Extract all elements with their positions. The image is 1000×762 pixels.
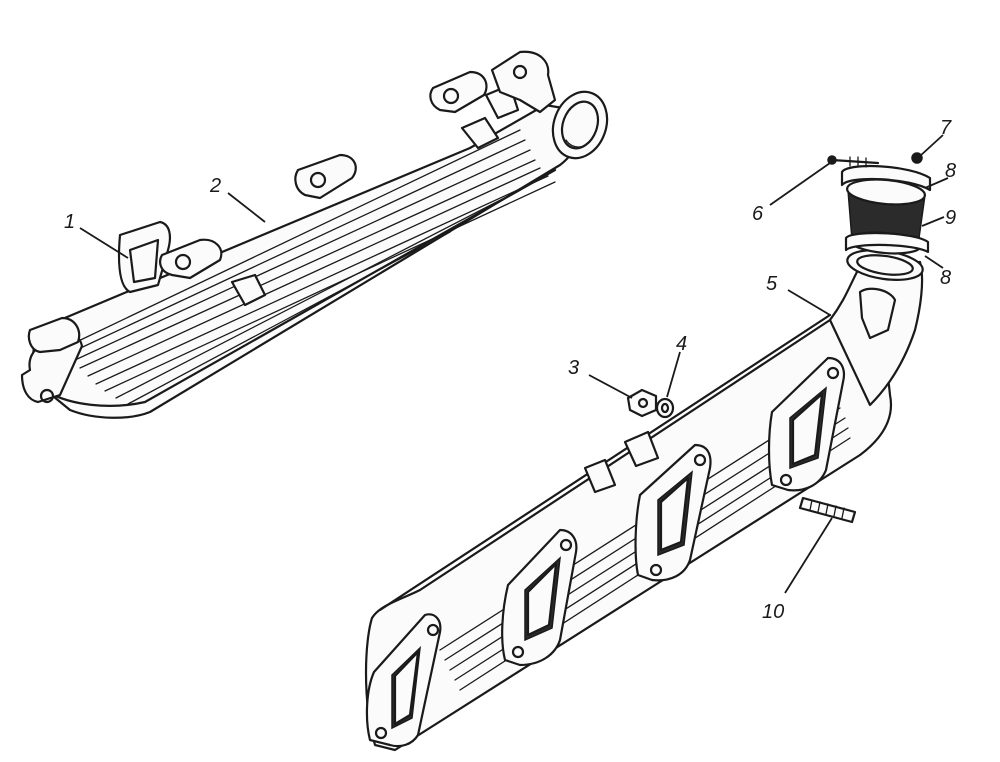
callout-8-lower: 8	[940, 267, 951, 289]
washer-part-4	[655, 397, 675, 419]
callout-9: 9	[945, 207, 956, 229]
callout-7: 7	[940, 117, 952, 139]
leader-lines	[79, 134, 949, 594]
port-flange	[634, 443, 712, 582]
stud-part-10	[798, 496, 857, 524]
callout-4: 4	[676, 333, 687, 355]
callout-6: 6	[752, 203, 764, 225]
port-flange	[767, 356, 845, 492]
callout-10: 10	[762, 601, 784, 623]
callout-3: 3	[568, 357, 579, 379]
port-flange	[365, 613, 442, 748]
callout-8-upper: 8	[945, 160, 956, 182]
port-flange	[501, 528, 578, 667]
callout-5: 5	[766, 273, 778, 295]
callout-1: 1	[64, 211, 75, 233]
upper-exhaust-manifold	[20, 50, 609, 419]
callout-labels: 1 2 3 4 5 6 7 8 9 8 10	[64, 117, 956, 623]
lower-exhaust-manifold	[364, 152, 932, 752]
callout-2: 2	[209, 175, 221, 197]
nut-part-3	[626, 388, 658, 418]
